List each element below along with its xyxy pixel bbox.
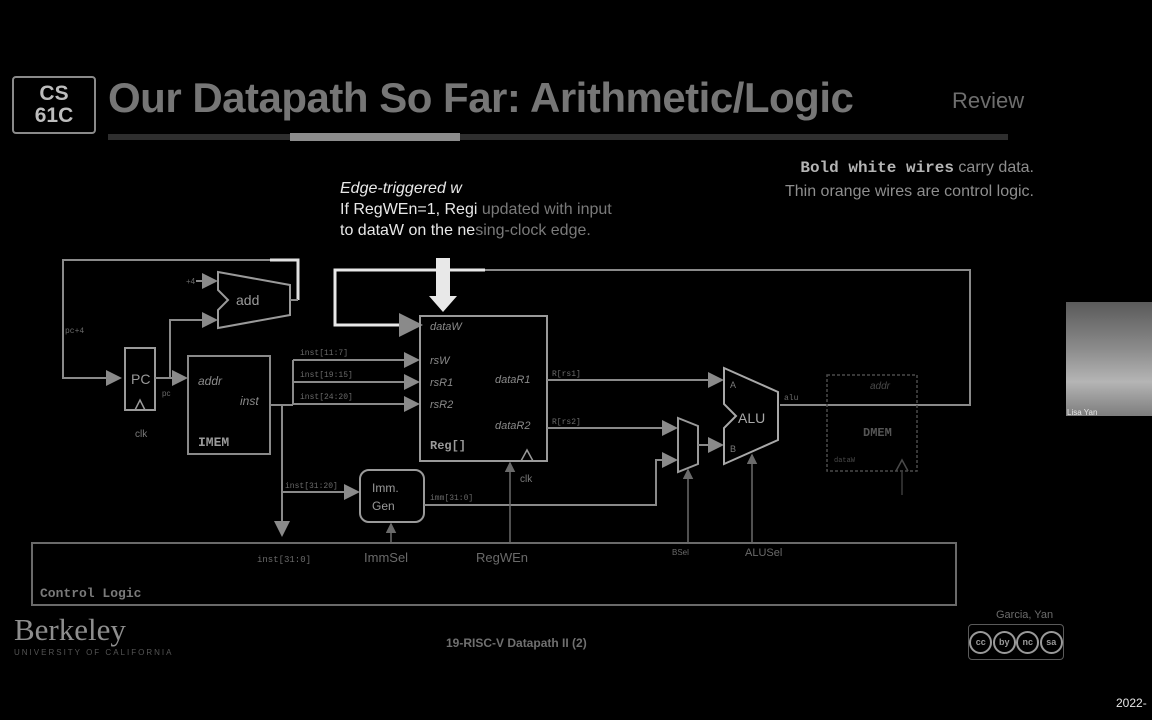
pc-clock-triangle [134, 398, 146, 411]
dmem-clock-triangle [895, 458, 909, 472]
alu-b-label: B [730, 444, 736, 454]
callout-line-2b: updated with input [477, 201, 612, 218]
label-imm-sel: ImmSel [364, 550, 408, 565]
alu-shape [723, 366, 779, 466]
label-r-rs1: R[rs1] [552, 370, 581, 379]
callout-line-3a: to dataW on the ne [340, 222, 476, 239]
bsel-mux [677, 416, 699, 474]
creative-commons-badge: cc by nc sa [968, 624, 1064, 660]
label-imm-31-0: imm[31:0] [430, 494, 473, 503]
imem-addr-label: addr [198, 374, 223, 388]
reg-rsR1-label: rsR1 [430, 377, 453, 389]
slide-title: Our Datapath So Far: Arithmetic/Logic [108, 74, 854, 121]
reg-label: Reg[] [430, 439, 466, 453]
berkeley-logo: Berkeley [14, 612, 126, 647]
imem-inst-label: inst [240, 394, 259, 408]
wire-writeback-highlight [333, 268, 485, 337]
webcam-name-label: Lisa Yan [1067, 408, 1098, 417]
wire-alu-writeback [485, 269, 971, 406]
logo-bottom-text: 61C [34, 104, 74, 127]
legend-thin-wires: Thin orange wires are control logic. [784, 183, 1034, 200]
alu-out-label: alu [784, 394, 799, 403]
cs61c-logo: CS 61C [12, 76, 96, 134]
pc-clk-label: clk [135, 429, 148, 440]
legend-bold-wires: Bold white wires [800, 159, 954, 177]
wire-imm-out [424, 452, 678, 506]
video-timestamp: 2022- [1116, 696, 1147, 710]
control-logic-block [31, 542, 957, 606]
dmem-dataw-label: dataW [834, 457, 856, 465]
imm-gen-label-2: Gen [372, 499, 395, 513]
adder-label: add [236, 292, 259, 308]
label-inst-19-15: inst[19:15] [300, 371, 353, 380]
write-arrow-head [429, 296, 457, 312]
register-file [419, 315, 548, 462]
imm-gen-label-1: Imm. [372, 481, 399, 495]
write-arrow-shaft [436, 258, 450, 298]
label-inst-11-7: inst[11:7] [300, 349, 348, 358]
label-inst-31-20: inst[31:20] [285, 482, 338, 491]
webcam-thumbnail[interactable] [1066, 302, 1152, 416]
adder-shape [217, 270, 291, 330]
callout-line-2a: If RegWEn=1, Regi [340, 201, 478, 218]
slide-footer: 19-RISC-V Datapath II (2) [446, 636, 587, 650]
dmem-label: DMEM [863, 426, 892, 440]
berkeley-subtitle: UNIVERSITY OF CALIFORNIA [14, 648, 174, 657]
edge-triggered-callout: Edge-triggered w If RegWEn=1, Regi updat… [340, 178, 612, 241]
legend-carry-data: carry data. [953, 159, 1034, 176]
reg-dataR1-label: dataR1 [495, 374, 530, 386]
dmem-addr-label: addr [870, 381, 891, 392]
wire-pc4-highlight [270, 258, 300, 300]
pc-label: PC [131, 371, 150, 387]
label-inst-31-0: inst[31:0] [257, 555, 311, 565]
sa-icon: sa [1039, 630, 1063, 654]
callout-line-1: Edge-triggered w [340, 180, 462, 197]
nc-icon: nc [1016, 630, 1040, 654]
review-tag: Review [952, 88, 1025, 113]
label-pc-plus4: pc+4 [65, 327, 84, 336]
wire-pc-to-adder [169, 312, 218, 378]
label-alu-sel: ALUSel [745, 547, 782, 559]
reg-dataR2-label: dataR2 [495, 420, 530, 432]
wire-legend: Bold white wires carry data. Thin orange… [700, 156, 1034, 203]
callout-line-3b: sing-clock edge. [475, 222, 591, 239]
label-inst-24-20: inst[24:20] [300, 393, 353, 402]
cc-icon: cc [969, 630, 993, 654]
reg-rsW-label: rsW [430, 355, 451, 367]
slide-authors: Garcia, Yan [996, 609, 1054, 621]
by-icon: by [992, 630, 1016, 654]
label-bsel: BSel [672, 548, 689, 557]
reg-clk-label: clk [520, 474, 533, 485]
title-underline [108, 134, 1008, 140]
reg-clock-triangle [520, 448, 534, 462]
logo-top-text: CS [39, 82, 69, 105]
imm-gen-block [359, 469, 425, 523]
reg-rsR2-label: rsR2 [430, 399, 453, 411]
pc-out-label: pc [162, 389, 170, 398]
reg-dataW-label: dataW [430, 321, 463, 333]
alu-a-label: A [730, 380, 736, 390]
dmem-block [826, 374, 918, 472]
label-plus4: +4 [186, 277, 196, 286]
label-reg-wen: RegWEn [476, 550, 528, 565]
alu-label: ALU [738, 410, 765, 426]
label-r-rs2: R[rs2] [552, 418, 581, 427]
control-logic-label: Control Logic [40, 586, 142, 601]
title-underline-highlight [290, 133, 460, 141]
imem-label: IMEM [198, 435, 229, 450]
